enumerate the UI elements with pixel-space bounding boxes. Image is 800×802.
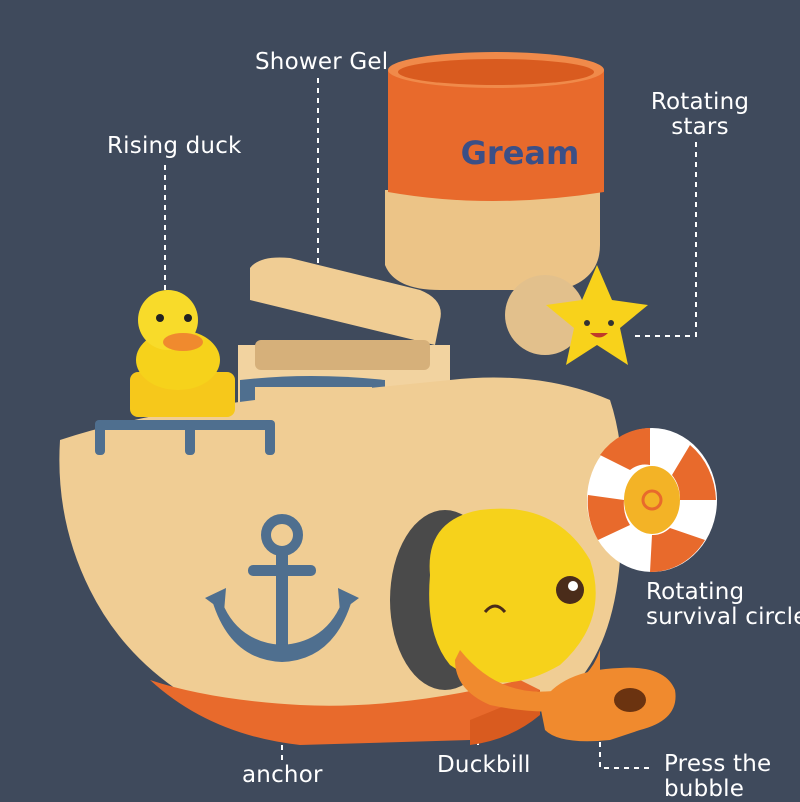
label-press-bubble-line2: bubble xyxy=(664,776,745,802)
label-rotating-stars: Rotating stars xyxy=(645,90,755,140)
label-rotating-circle-line1: Rotating xyxy=(646,579,745,605)
label-rotating-stars-line1: Rotating xyxy=(650,89,750,115)
label-press-bubble: Press the bubble xyxy=(664,752,771,802)
rotating-star xyxy=(505,265,648,365)
label-rotating-stars-line2: stars xyxy=(671,114,729,140)
rising-duck xyxy=(130,290,235,417)
survival-circle xyxy=(587,428,717,573)
label-rotating-circle: Rotating survival circle xyxy=(646,580,800,630)
label-rotating-circle-line2: survival circle xyxy=(646,604,800,630)
leader-press-bubble xyxy=(599,732,652,769)
label-rising-duck: Rising duck xyxy=(107,133,242,159)
label-duckbill: Duckbill xyxy=(437,752,531,778)
label-anchor: anchor xyxy=(242,762,323,788)
label-shower-gel: Shower Gel xyxy=(255,49,389,75)
chimney xyxy=(385,52,604,290)
brand-logo: Gream xyxy=(461,134,580,172)
leader-rotating-stars xyxy=(632,142,697,337)
label-press-bubble-line1: Press the xyxy=(664,751,772,777)
bubble-button xyxy=(540,667,676,742)
anchor-emblem xyxy=(205,514,359,662)
